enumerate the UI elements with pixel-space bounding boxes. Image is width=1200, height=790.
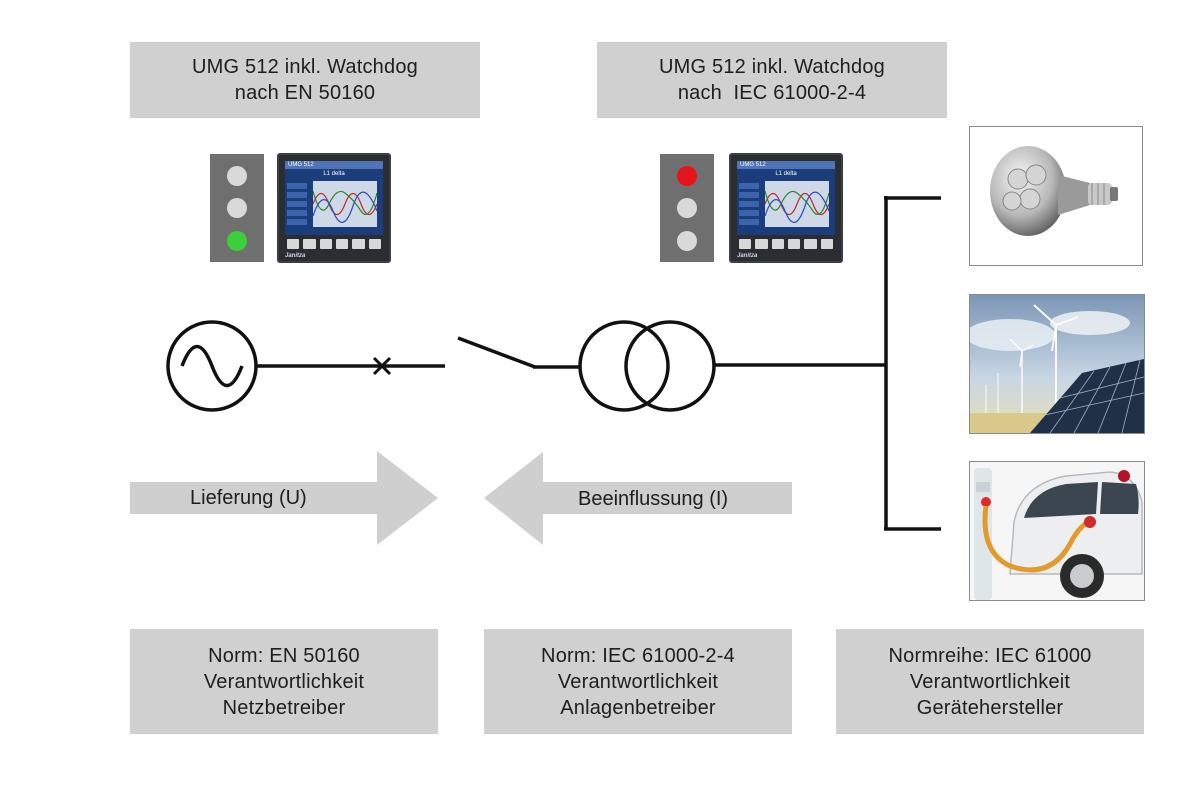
lamp-off-icon (677, 231, 697, 251)
box-line: nach IEC 61000-2-4 (677, 82, 867, 104)
lamp-off-icon (677, 198, 697, 218)
meter-model: UMG 512 (737, 161, 835, 169)
open-switch-icon (457, 336, 536, 369)
breaker-x-icon (372, 356, 392, 376)
box-line: Verantwortlichkeit (203, 670, 365, 693)
box-line: Norm: EN 50160 (208, 644, 360, 667)
watchdog-iec61000-box: UMG 512 inkl. Watchdog nach IEC 61000-2-… (597, 42, 947, 118)
normreihe-iec61000-box: Normreihe: IEC 61000 Verantwortlichkeit … (836, 629, 1144, 734)
meter-brand: Janitza (285, 253, 306, 259)
sine-wave-icon (180, 344, 244, 388)
box-line: Gerätehersteller (916, 696, 1064, 719)
box-line: nach EN 50160 (234, 82, 376, 104)
meter-model: UMG 512 (285, 161, 383, 169)
meter-brand: Janitza (737, 253, 758, 259)
watchdog-en50160-box: UMG 512 inkl. Watchdog nach EN 50160 (130, 42, 480, 118)
ev-charging-image (969, 461, 1145, 601)
transformer-secondary-icon (624, 320, 716, 412)
influence-label: Beeinflussung (I) (578, 488, 729, 510)
meter-screen-title: L1 delta (775, 171, 797, 177)
norm-en50160-box: Norm: EN 50160 Verantwortlichkeit Netzbe… (130, 629, 438, 734)
waveform-plot-icon (764, 181, 830, 227)
transformer-primary-icon (578, 320, 670, 412)
influence-arrow-icon (484, 452, 792, 545)
box-line: UMG 512 inkl. Watchdog (192, 56, 418, 78)
lamp-off-icon (227, 198, 247, 218)
box-line: Verantwortlichkeit (909, 670, 1071, 693)
meter-screen-title: L1 delta (323, 171, 345, 177)
umg512-meter-left: UMG 512 L1 delta Janitza (277, 153, 391, 263)
traffic-light-right (660, 154, 714, 262)
box-line: Verantwortlichkeit (557, 670, 719, 693)
led-bulb-image (969, 126, 1143, 266)
supply-arrow-icon (130, 451, 438, 545)
wind-solar-image (969, 294, 1145, 434)
box-line: Norm: IEC 61000-2-4 (541, 644, 735, 667)
box-line: Netzbetreiber (222, 696, 346, 719)
lamp-red-icon (677, 166, 697, 186)
box-line: Anlagenbetreiber (560, 696, 716, 719)
norm-iec61000-2-4-box: Norm: IEC 61000-2-4 Verantwortlichkeit A… (484, 629, 792, 734)
waveform-plot-icon (312, 181, 378, 227)
umg512-meter-right: UMG 512 L1 delta Janitza (729, 153, 843, 263)
box-line: UMG 512 inkl. Watchdog (659, 56, 885, 78)
traffic-light-left (210, 154, 264, 262)
lamp-off-icon (227, 166, 247, 186)
lamp-green-icon (227, 231, 247, 251)
box-line: Normreihe: IEC 61000 (888, 644, 1092, 667)
supply-label: Lieferung (U) (190, 487, 307, 509)
